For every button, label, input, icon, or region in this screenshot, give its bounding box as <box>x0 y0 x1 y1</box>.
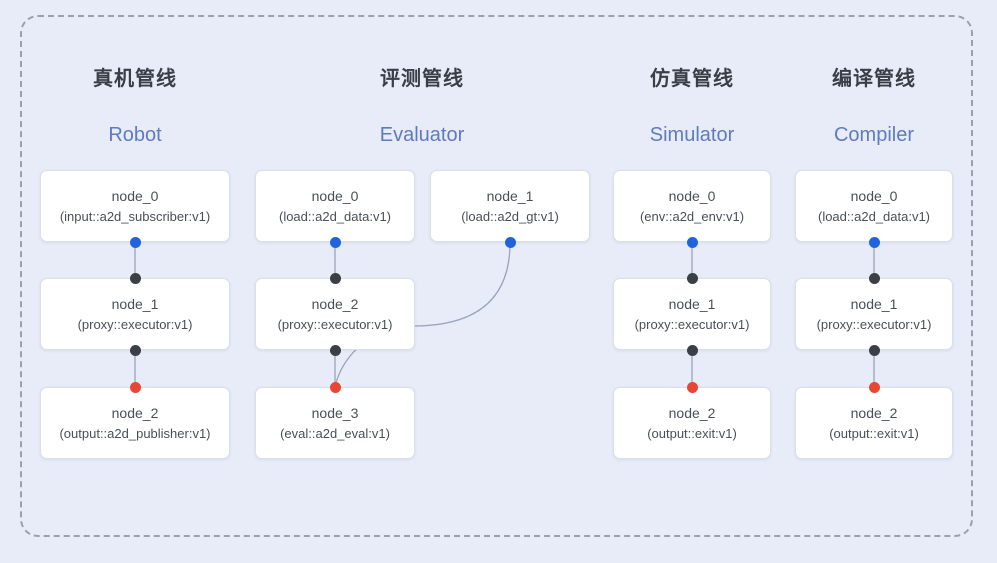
node-name: node_2 <box>850 405 898 421</box>
node-name: node_0 <box>850 188 898 204</box>
node-name: node_0 <box>111 188 159 204</box>
output-port-dark-dot <box>686 344 698 356</box>
node-card-robot-node0: node_0 (input::a2d_subscriber:v1) <box>40 170 230 242</box>
node-card-evaluator-node1: node_1 (load::a2d_gt:v1) <box>430 170 590 242</box>
node-card-evaluator-node3: node_3 (eval::a2d_eval:v1) <box>255 387 415 459</box>
node-card-simulator-node2: node_2 (output::exit:v1) <box>613 387 771 459</box>
node-card-compiler-node2: node_2 (output::exit:v1) <box>795 387 953 459</box>
output-port-dark-dot <box>868 344 880 356</box>
output-port-dot <box>504 236 516 248</box>
node-card-robot-node1: node_1 (proxy::executor:v1) <box>40 278 230 350</box>
pipeline-title-zh-simulator: 仿真管线 <box>650 68 734 90</box>
pipeline-title-zh-compiler: 编译管线 <box>832 68 916 90</box>
node-name: node_2 <box>668 405 716 421</box>
node-type: (proxy::executor:v1) <box>816 317 932 332</box>
node-type: (load::a2d_data:v1) <box>278 209 392 224</box>
node-card-simulator-node0: node_0 (env::a2d_env:v1) <box>613 170 771 242</box>
final-input-port-dot <box>129 381 141 393</box>
node-name: node_0 <box>311 188 359 204</box>
node-card-simulator-node1: node_1 (proxy::executor:v1) <box>613 278 771 350</box>
final-input-port-dot <box>868 381 880 393</box>
node-type: (proxy::executor:v1) <box>277 317 393 332</box>
node-name: node_1 <box>486 188 534 204</box>
input-port-dot <box>686 272 698 284</box>
node-name: node_3 <box>311 405 359 421</box>
node-card-compiler-node0: node_0 (load::a2d_data:v1) <box>795 170 953 242</box>
node-type: (eval::a2d_eval:v1) <box>280 426 390 441</box>
node-type: (output::a2d_publisher:v1) <box>59 426 211 441</box>
node-type: (proxy::executor:v1) <box>634 317 750 332</box>
node-card-robot-node2: node_2 (output::a2d_publisher:v1) <box>40 387 230 459</box>
output-port-dark-dot <box>129 344 141 356</box>
output-port-dot <box>868 236 880 248</box>
output-port-dot <box>686 236 698 248</box>
node-type: (input::a2d_subscriber:v1) <box>59 209 211 224</box>
node-type: (env::a2d_env:v1) <box>639 209 745 224</box>
node-name: node_2 <box>311 296 359 312</box>
input-port-dot <box>129 272 141 284</box>
dashed-frame <box>20 15 973 537</box>
pipeline-title-zh-evaluator: 评测管线 <box>380 68 464 90</box>
pipeline-title-en-evaluator: Evaluator <box>379 124 465 146</box>
node-name: node_0 <box>668 188 716 204</box>
output-port-dot <box>329 236 341 248</box>
node-type: (load::a2d_data:v1) <box>817 209 931 224</box>
final-input-port-dot <box>329 381 341 393</box>
node-name: node_1 <box>850 296 898 312</box>
output-port-dark-dot <box>329 344 341 356</box>
final-input-port-dot <box>686 381 698 393</box>
output-port-dot <box>129 236 141 248</box>
node-type: (output::exit:v1) <box>647 426 737 441</box>
node-type: (load::a2d_gt:v1) <box>461 209 559 224</box>
pipeline-title-en-compiler: Compiler <box>833 124 915 146</box>
node-card-compiler-node1: node_1 (proxy::executor:v1) <box>795 278 953 350</box>
node-type: (proxy::executor:v1) <box>77 317 193 332</box>
node-card-evaluator-node0: node_0 (load::a2d_data:v1) <box>255 170 415 242</box>
node-name: node_2 <box>111 405 159 421</box>
node-card-evaluator-node2: node_2 (proxy::executor:v1) <box>255 278 415 350</box>
node-name: node_1 <box>111 296 159 312</box>
input-port-dot <box>329 272 341 284</box>
pipeline-title-en-robot: Robot <box>108 124 162 146</box>
node-name: node_1 <box>668 296 716 312</box>
pipeline-title-zh-robot: 真机管线 <box>93 68 177 90</box>
node-type: (output::exit:v1) <box>829 426 919 441</box>
input-port-dot <box>868 272 880 284</box>
pipeline-title-en-simulator: Simulator <box>649 124 735 146</box>
